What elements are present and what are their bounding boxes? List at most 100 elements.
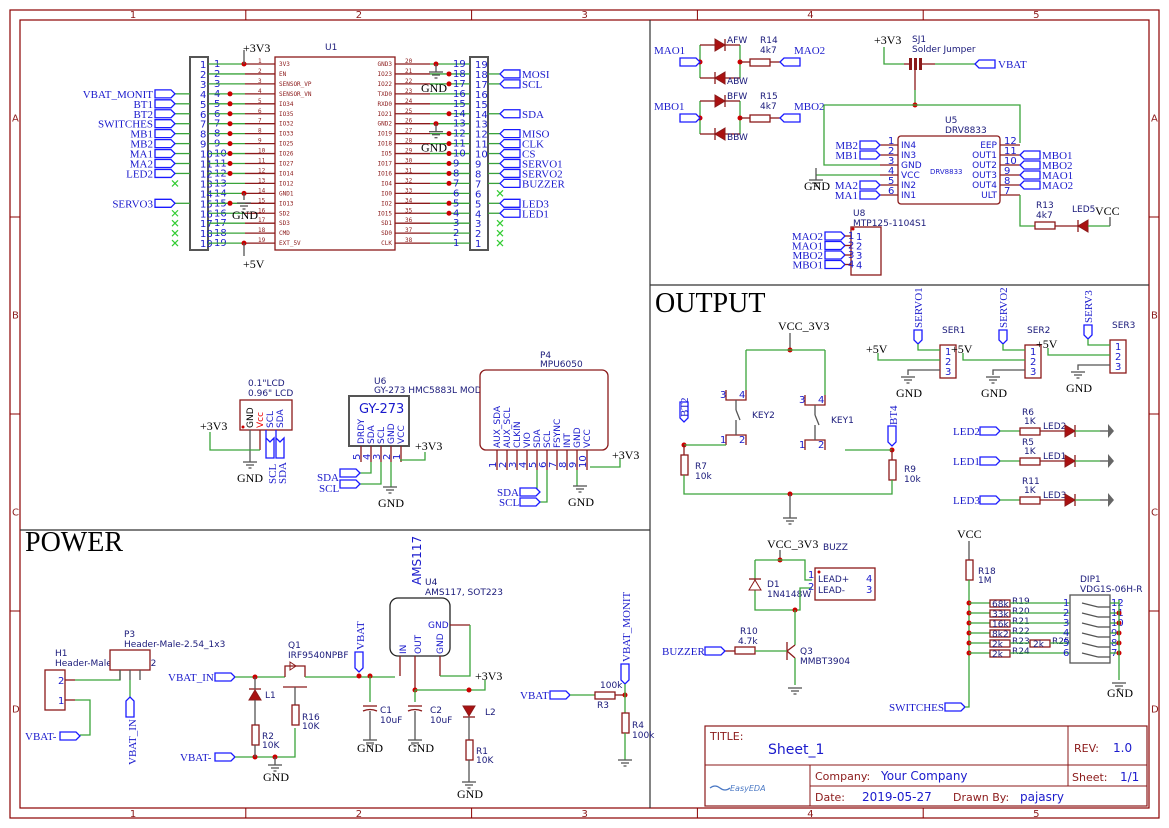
svg-text:3: 3 [372,454,383,460]
rev-label: REV: [1074,742,1099,755]
dip-power: VCC [957,527,982,541]
svg-text:14: 14 [453,109,466,120]
u8-net-mbo2: MBO2 [792,250,823,262]
u1-gnd-left: GND [232,208,258,222]
r3-ref: R3 [597,701,609,711]
svg-text:30: 30 [405,158,413,165]
u1-net-ma2: MA2 [130,159,153,171]
servo-ref: SER3 [1112,321,1135,331]
svg-text:3: 3 [508,462,519,468]
u1-pin-sd3: SD3 [279,220,290,227]
u1-header-left-pin: 16 [200,209,213,220]
svg-text:6: 6 [538,462,549,468]
u1-net-mb2: MB2 [130,139,153,151]
sheet-label: Sheet: [1072,771,1108,784]
svg-text:18: 18 [453,69,466,80]
svg-text:6: 6 [1063,648,1069,659]
r7-ref: R7 [695,462,707,472]
r4-ref: R4 [632,721,644,731]
u1-net-led2: LED2 [126,168,153,180]
status-res-val: 1K [1024,447,1037,457]
u4-value: AMS117, SOT223 [425,588,503,598]
svg-text:3: 3 [945,367,951,378]
u1-pin-io27: IO27 [279,161,294,168]
u1-pin-gnd2: GND2 [378,121,393,128]
servo-connectors[interactable]: 123SER1SERVO1+5VGND123SER2SERVO2+5VGND12… [866,287,1135,400]
servo-connector-body [939,344,957,379]
u1-header-right-pin: 5 [475,199,481,210]
title-label: TITLE: [709,730,743,743]
dip-res-val: 16k [992,620,1009,630]
u6-gy273[interactable]: U6 GY-273 HMC5883L MODULE GY-273 DRDY5SD… [317,377,499,510]
motor-net-out: MAO2 [794,45,825,57]
svg-text:11: 11 [258,158,266,165]
buzz-pinnum-1: 1 [808,570,814,581]
svg-text:1: 1 [799,440,805,451]
p4-mpu6050[interactable]: P4 MPU6050 AUX_SDA1AUX_SCL2CLKIN3VIO4SDA… [479,351,639,509]
u1-header-right-pin: 19 [475,60,488,71]
lcd-module[interactable]: 0.1"LCD 0.96" LCD GND Vcc SCL SDA +3V3 G… [200,379,293,485]
p4-pin-clkin: CLKIN [513,421,523,448]
l1-ref: L1 [265,691,276,701]
svg-text:2: 2 [945,357,951,368]
svg-text:2: 2 [856,242,862,253]
servo-gnd: GND [981,386,1007,400]
motor-res-ref: R15 [760,92,778,102]
u1-net-vbat_monit: VBAT_MONIT [83,89,154,101]
ruler-col-bottom: 2 [356,809,362,820]
u1-ref: U1 [325,43,337,53]
svg-text:13: 13 [453,119,466,130]
net-vbat-monit: VBAT_MONIT [621,591,633,662]
svg-text:2: 2 [498,462,509,468]
u5-pin-gnd: GND [901,161,922,171]
svg-text:4: 4 [1063,628,1069,639]
u5-pin-in3: IN3 [901,151,916,161]
servo-power: +5V [951,342,973,356]
h1-body [44,669,66,711]
svg-text:8: 8 [258,128,262,135]
svg-text:9: 9 [1004,166,1010,177]
h1-ref: H1 [55,649,68,659]
dip-res-val: 8k2 [992,630,1009,640]
svg-text:34: 34 [405,197,413,204]
svg-text:1: 1 [1030,347,1036,358]
u1-header-right-pin: 1 [475,239,481,250]
svg-text:13: 13 [258,177,266,184]
net-vbat-minus-2: VBAT- [180,752,212,764]
svg-text:4: 4 [888,166,894,177]
motor-net-out: MBO2 [794,101,825,113]
buzzer-circuit[interactable]: VCC_3V3 D1 1N4148W BUZZ LEAD+ LEAD- 1 2 … [662,537,876,695]
u1-pin-rxd0: RXD0 [378,101,393,108]
u1-net-led3: LED3 [522,198,549,210]
u1-net-scl: SCL [522,79,542,91]
svg-text:9: 9 [453,159,459,170]
u1-header-right-pin: 18 [475,70,488,81]
motor-res-val: 4k7 [760,102,777,112]
p3-value: Header-Male-2.54_1x3 [124,640,225,650]
q1-value: IRF9540NPBF [288,651,349,661]
u1-header-left-pin: 15 [200,199,213,210]
power-section[interactable]: H1 Header-Male-2.54_1x2 2 1 VBAT- P3 Hea… [25,536,655,801]
svg-text:4: 4 [848,260,854,271]
gnd-label-1: GND [263,770,289,784]
dip-value: VDG1S-06H-R [1080,585,1142,595]
sj1-solder-jumper[interactable]: SJ1 Solder Jumper +3V3 VBAT [824,33,1027,143]
u5-net-ma2: MA2 [835,180,858,192]
buzz-pin2: LEAD- [818,586,845,596]
svg-text:5: 5 [528,462,539,468]
svg-text:22: 22 [405,78,413,85]
u1-header-left-pin: 13 [200,179,213,190]
u1-pin-sd1: SD1 [381,220,392,227]
svg-text:2: 2 [848,241,854,252]
company-value: Your Company [880,769,968,783]
u5-net-mao2: MAO2 [1042,180,1073,192]
svg-text:7: 7 [548,462,559,468]
